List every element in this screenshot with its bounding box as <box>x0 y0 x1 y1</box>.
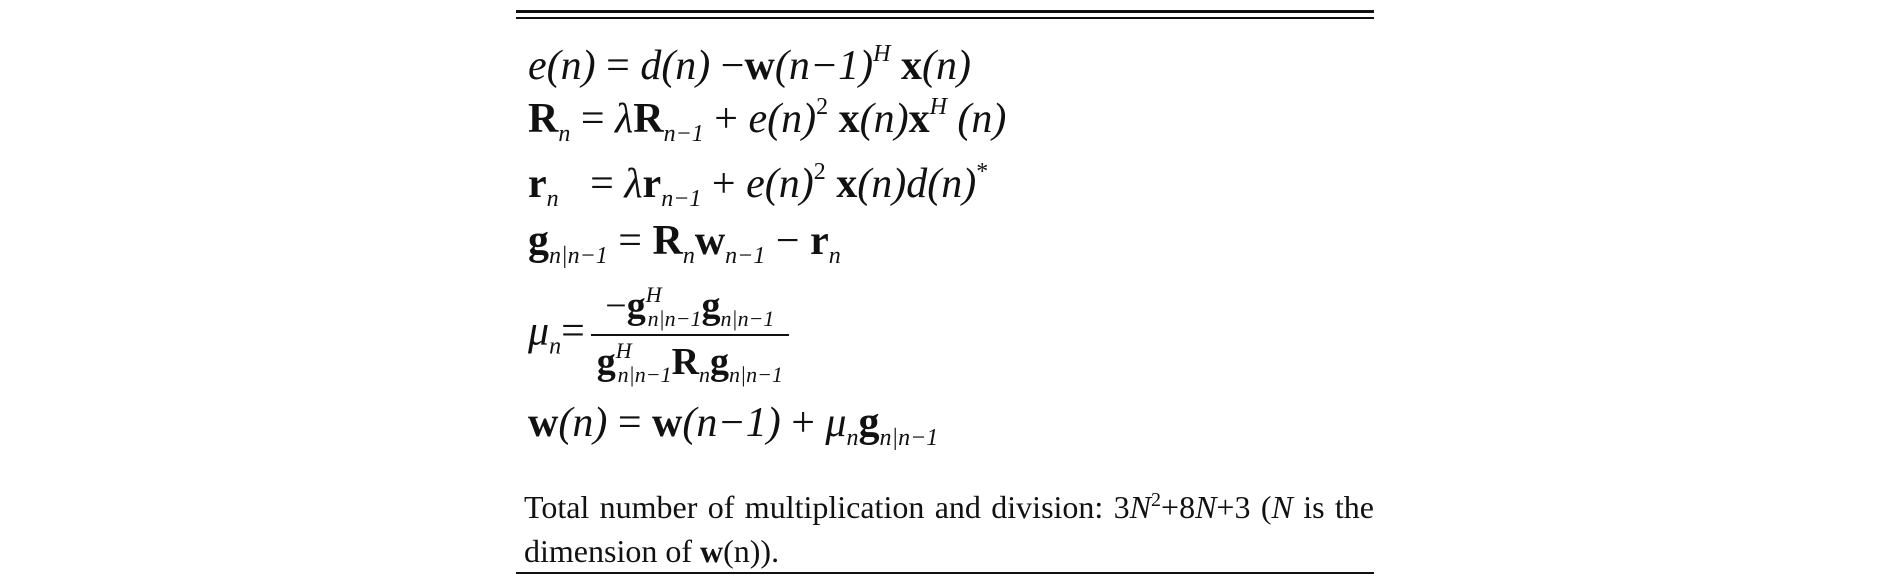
equation-cross-correlation: rn = λrn−1 + e(n)2 x(n)d(n)* <box>528 160 988 211</box>
complexity-note: Total number of multiplication and divis… <box>524 478 1374 573</box>
note-text: +3 ( <box>1216 489 1272 525</box>
weight-vector: w <box>528 400 559 446</box>
forgetting-factor: λ <box>615 96 634 142</box>
equation-correlation-matrix: Rn = λRn−1 + e(n)2 x(n)xH (n) <box>528 95 1006 146</box>
step-size-mu: μ <box>825 400 847 446</box>
input-vector-hermitian: x <box>908 96 930 142</box>
gradient-g: g <box>858 400 880 446</box>
weight-vector-prev: w <box>652 400 683 446</box>
subscript: n−1 <box>725 243 766 269</box>
input-vector: x <box>901 43 922 89</box>
gradient-g: g <box>596 340 616 383</box>
gradient-g: g <box>710 340 730 383</box>
equation-step-size: μn= −gHn|n−1gn|n−1 gHn|n−1Rngn|n−1 <box>528 280 789 389</box>
minus-sign: − <box>605 285 627 327</box>
note-sup: 2 <box>1151 489 1162 511</box>
vector-r: r <box>810 218 829 264</box>
note-text: is the dimension of <box>524 489 1375 569</box>
equals-sign: = <box>590 161 614 207</box>
equation-gradient: gn|n−1 = Rnwn−1 − rn <box>528 220 841 268</box>
note-text: Total number of multiplication and divis… <box>524 489 1130 525</box>
vector-r: r <box>528 161 547 207</box>
fraction-denominator: gHn|n−1Rngn|n−1 <box>591 336 789 390</box>
error-term: e(n) <box>748 96 817 142</box>
input-arg: (n) <box>922 43 971 89</box>
subscript: n <box>549 333 562 360</box>
weight-arg: (n−1) <box>682 400 781 446</box>
square-sup: 2 <box>813 159 826 185</box>
note-text: +8 <box>1161 489 1196 525</box>
weight-arg: (n) <box>558 400 608 446</box>
bottom-rule <box>516 572 1374 574</box>
subscript: n|n−1 <box>647 306 702 331</box>
equals-sign: = <box>580 96 605 142</box>
gradient-g: g <box>701 285 721 327</box>
forgetting-factor: λ <box>624 161 643 207</box>
error-term: e(n) <box>746 161 814 207</box>
note-N: N <box>1195 489 1217 525</box>
hermitian-sup: H <box>645 282 662 307</box>
weight-vector: w <box>744 43 775 89</box>
desired-signal: d(n) <box>906 161 977 207</box>
conjugate-sup: * <box>976 159 989 185</box>
equals-sign: = <box>606 43 630 89</box>
weight-vector: w <box>694 218 726 264</box>
desired-signal: d(n) <box>640 43 711 89</box>
subscript: n|n−1 <box>617 361 672 387</box>
input-arg: (n) <box>857 161 907 207</box>
matrix-R: R <box>652 218 683 264</box>
step-size-fraction: −gHn|n−1gn|n−1 gHn|n−1Rngn|n−1 <box>590 280 789 390</box>
input-arg: (n) <box>859 96 909 142</box>
plus-sign: + <box>714 96 738 142</box>
note-text: (n)). <box>723 533 780 569</box>
minus-sign: − <box>720 43 745 89</box>
subscript: n <box>682 243 695 269</box>
hermitian-sup: H <box>873 41 891 67</box>
matrix-R: R <box>671 340 700 383</box>
equals-sign: = <box>617 400 642 446</box>
square-sup: 2 <box>816 94 829 120</box>
input-arg: (n) <box>957 96 1007 142</box>
subscript: n−1 <box>663 121 704 147</box>
equation-error: e(n) = d(n) −w(n−1)H x(n) <box>528 42 971 87</box>
equals-sign: = <box>618 218 642 264</box>
plus-sign: + <box>711 161 736 207</box>
note-w: w <box>699 533 724 569</box>
algorithm-table: e(n) = d(n) −w(n−1)H x(n) Rn = λRn−1 + e… <box>516 10 1374 575</box>
gradient-g: g <box>626 285 646 327</box>
subscript: n|n−1 <box>879 425 939 451</box>
fraction-numerator: −gHn|n−1gn|n−1 <box>590 280 789 336</box>
subscript: n <box>546 186 559 212</box>
gradient-g: g <box>528 218 549 264</box>
hermitian-sup: H <box>929 94 947 120</box>
subscript: n <box>699 361 711 387</box>
vector-r-prev: r <box>642 161 662 207</box>
error-term: e(n) <box>528 43 596 89</box>
subscript: n|n−1 <box>720 306 775 331</box>
top-rule-thick <box>516 10 1374 13</box>
input-vector: x <box>836 161 858 207</box>
note-N: N <box>1129 489 1152 525</box>
step-size-mu: μ <box>528 308 550 355</box>
hermitian-sup: H <box>615 337 632 363</box>
subscript: n <box>846 425 859 451</box>
plus-sign: + <box>791 400 815 446</box>
subscript: n <box>828 243 841 269</box>
weight-arg: (n−1) <box>774 43 874 89</box>
subscript: n|n−1 <box>729 361 783 387</box>
minus-sign: − <box>775 218 800 264</box>
equals-sign: = <box>561 308 585 355</box>
subscript: n−1 <box>661 186 702 212</box>
matrix-R: R <box>528 96 559 142</box>
equation-weight-update: w(n) = w(n−1) + μngn|n−1 <box>528 402 938 450</box>
subscript: n <box>558 121 571 147</box>
note-N: N <box>1271 489 1293 525</box>
subscript: n|n−1 <box>549 243 608 269</box>
top-rule-thin <box>516 17 1374 19</box>
matrix-R-prev: R <box>633 96 664 142</box>
input-vector: x <box>838 96 860 142</box>
